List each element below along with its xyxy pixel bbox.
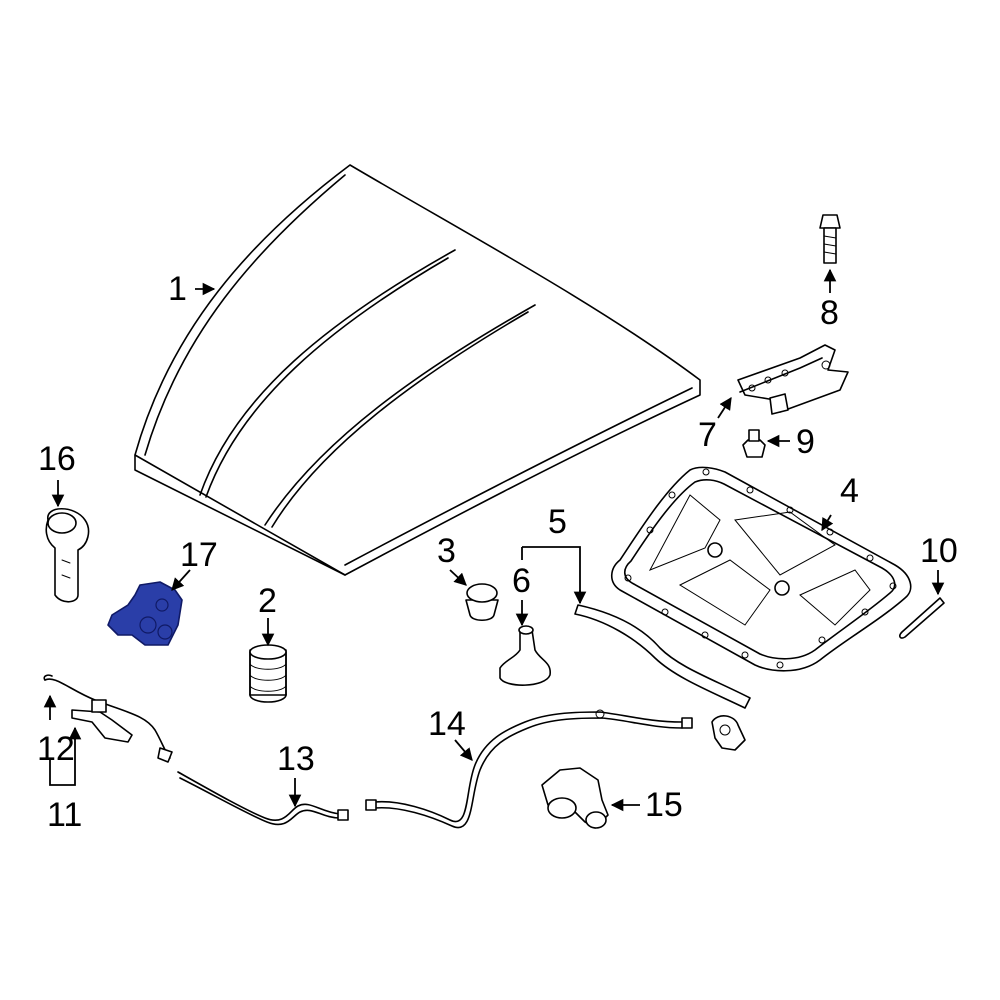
- callout-7: 7: [698, 416, 717, 454]
- part-hinge-bolt[interactable]: [819, 214, 841, 264]
- part-prop-rod-grommet[interactable]: [45, 507, 90, 603]
- callout-17: 17: [180, 536, 218, 574]
- callout-14: 14: [428, 705, 466, 743]
- callout-5: 5: [548, 503, 567, 541]
- callout-6: 6: [512, 562, 531, 600]
- part-hinge-nut[interactable]: [742, 429, 766, 458]
- part-release-handle[interactable]: [43, 674, 173, 763]
- callout-2: 2: [258, 582, 277, 620]
- callout-3: 3: [437, 532, 456, 570]
- part-hood-bumper[interactable]: [249, 644, 287, 703]
- part-hood-insulator[interactable]: [610, 466, 912, 672]
- callout-10: 10: [920, 532, 958, 570]
- callout-15: 15: [645, 786, 683, 824]
- part-striker-bracket[interactable]: [711, 715, 746, 751]
- part-release-cable-rear[interactable]: [365, 709, 693, 829]
- part-seal-strip[interactable]: [899, 597, 945, 639]
- part-hood-panel[interactable]: [134, 164, 701, 576]
- part-bumper-cushion[interactable]: [465, 583, 499, 622]
- part-support-cone[interactable]: [499, 625, 551, 686]
- part-cable-handle[interactable]: [541, 767, 609, 829]
- callout-13: 13: [277, 740, 315, 778]
- part-hood-latch-highlighted[interactable]: [107, 581, 183, 646]
- callout-4: 4: [840, 472, 859, 510]
- callout-9: 9: [796, 423, 815, 461]
- part-hood-hinge[interactable]: [737, 344, 849, 415]
- part-release-cable-front[interactable]: [177, 771, 349, 826]
- callout-16: 16: [38, 440, 76, 478]
- callout-8: 8: [820, 294, 839, 332]
- callout-12: 12: [37, 730, 75, 768]
- callout-1: 1: [168, 270, 187, 308]
- callout-11: 11: [47, 796, 82, 834]
- part-weatherstrip[interactable]: [574, 604, 751, 709]
- leader-lines: [43, 268, 945, 812]
- callout-labels: 1 2 3 4 5 6 7 8 9 10 11 12 13 14 15 16 1…: [37, 270, 958, 834]
